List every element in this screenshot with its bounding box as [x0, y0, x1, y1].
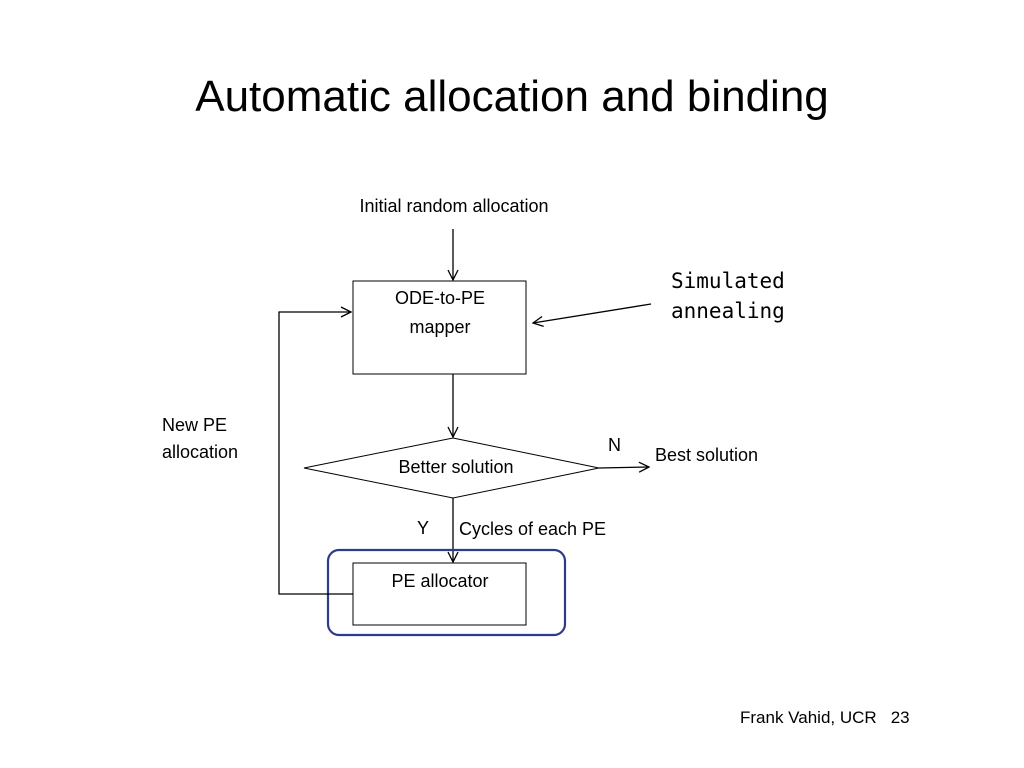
slide-title: Automatic allocation and binding — [195, 72, 829, 121]
allocator-box — [352, 562, 527, 626]
input-label: Initial random allocation — [359, 196, 548, 216]
allocator-highlight — [326, 548, 567, 637]
slide-footer: Frank Vahid, UCR 23 — [740, 708, 910, 728]
annealing-label-line2: annealing — [671, 299, 785, 323]
best-solution-label: Best solution — [655, 445, 758, 465]
annealing-label-line1: Simulated — [671, 269, 785, 293]
footer-author: Frank Vahid, UCR — [740, 708, 877, 727]
mapper-label-line2: mapper — [409, 317, 470, 337]
feedback-loop-arrow — [278, 312, 353, 595]
annealing-arrow — [533, 303, 652, 323]
feedback-label-line2: allocation — [162, 442, 238, 462]
cycles-label: Cycles of each PE — [459, 519, 606, 539]
best-solution-arrow — [598, 467, 649, 468]
mapper-box — [352, 280, 527, 375]
page-number: 23 — [890, 708, 910, 727]
no-label: N — [608, 435, 621, 455]
decision-label: Better solution — [398, 457, 513, 477]
yes-label: Y — [417, 518, 429, 538]
mapper-label-line1: ODE-to-PE — [395, 288, 485, 308]
feedback-label-line1: New PE — [162, 415, 227, 435]
allocator-label: PE allocator — [391, 571, 488, 591]
